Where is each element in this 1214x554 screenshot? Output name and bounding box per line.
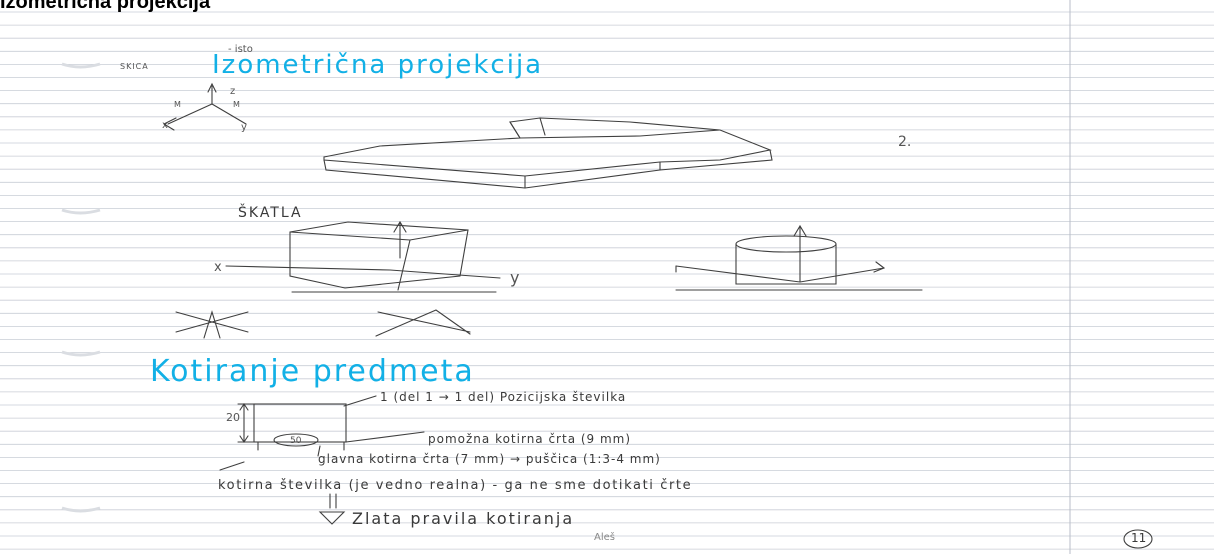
dimension-width: 50 <box>290 436 302 446</box>
punch-hole <box>61 208 101 215</box>
annotation-pozicijska: 1 (del 1 → 1 del) Pozicijska številka <box>380 390 627 404</box>
box-label: ŠKATLA <box>238 205 303 221</box>
page-header-title: Izometrična projekcija <box>0 0 211 13</box>
side-mark: 2. <box>898 134 912 150</box>
axis-label-y: y <box>241 122 247 133</box>
punch-hole <box>61 350 101 357</box>
axis-label-x: x <box>162 120 168 131</box>
annotation-pomozna: pomožna kotirna črta (9 mm) <box>428 432 632 446</box>
axis-label-m2: M <box>233 100 240 109</box>
annotation-glavna: glavna kotirna črta (7 mm) → puščica (1:… <box>318 452 661 466</box>
footer-zlata-pravila: Zlata pravila kotiranja <box>352 509 575 528</box>
signature: Aleš <box>594 532 615 543</box>
axis-y-label: y <box>510 268 520 287</box>
title-kotiranje: Kotiranje predmeta <box>150 354 475 389</box>
title-izometricna: Izometrična projekcija <box>212 50 544 80</box>
skica-label: SKICA <box>120 62 149 71</box>
punch-hole <box>61 62 101 69</box>
dimension-height: 20 <box>226 411 240 424</box>
annotation-kotirna-stevilka: kotirna številka (je vedno realna) - ga … <box>218 478 693 493</box>
axis-x-label: x <box>214 260 222 275</box>
axis-label-m1: M <box>174 100 181 109</box>
top-note: - isto <box>228 44 253 55</box>
page-number: 11 <box>1131 531 1147 545</box>
axis-label-z: z <box>230 86 236 97</box>
punch-hole <box>61 506 101 513</box>
